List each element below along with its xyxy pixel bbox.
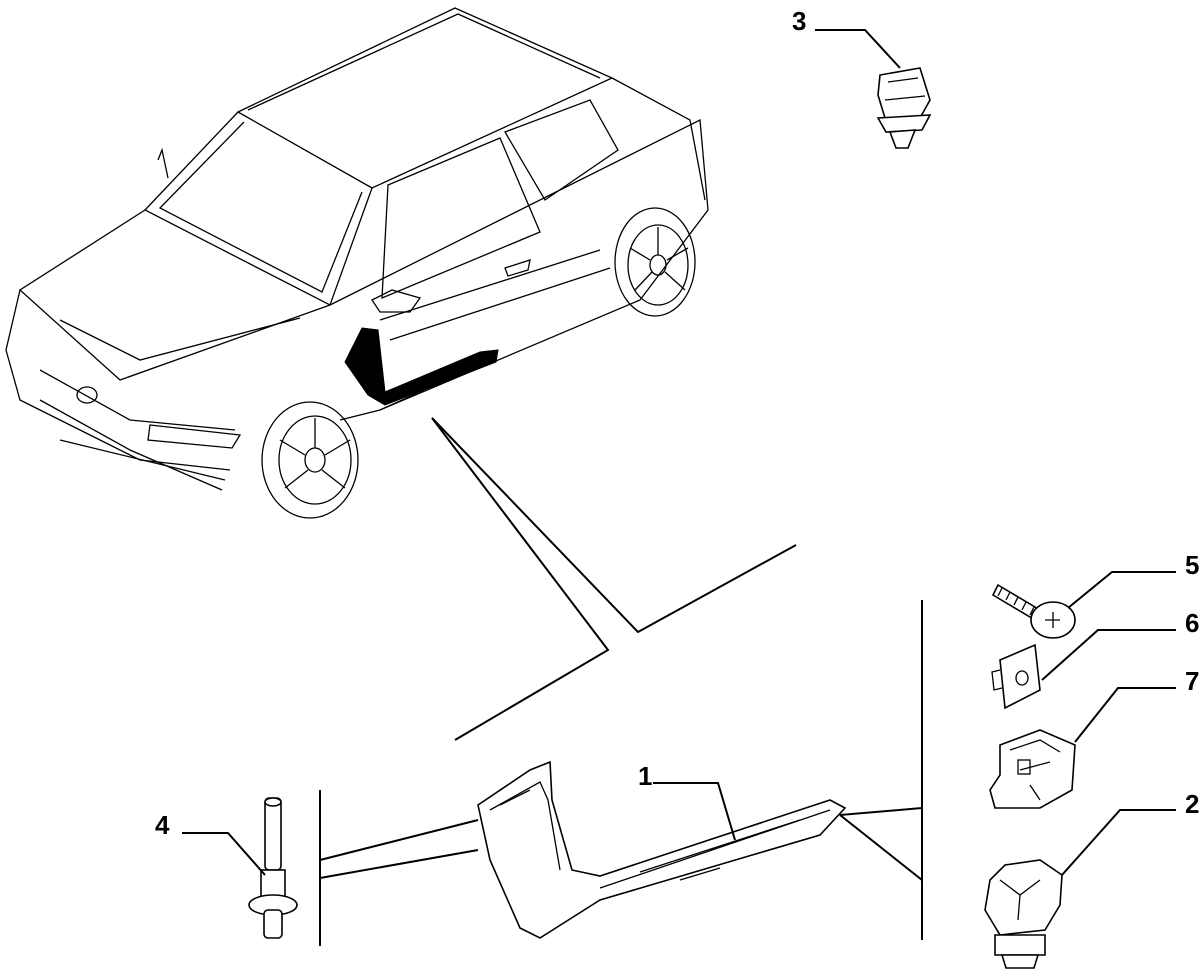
callout-2: 2 [1185, 789, 1199, 819]
callout-1: 1 [638, 761, 652, 791]
callout-5: 5 [1185, 550, 1199, 580]
callout-labels: 1 2 3 4 5 6 7 [155, 6, 1199, 840]
callout-6: 6 [1185, 608, 1199, 638]
rivet-part-4 [248, 797, 298, 939]
screw-part-5 [991, 583, 1076, 639]
sill-trim-part [477, 760, 847, 939]
clip-part-3 [876, 67, 932, 149]
car-illustration [5, 7, 709, 519]
highlighted-sill-trim [344, 327, 499, 406]
bracket-part-7 [989, 729, 1076, 809]
callout-3: 3 [792, 6, 806, 36]
leader-lines [182, 29, 1176, 876]
callout-4: 4 [155, 810, 170, 840]
nut-part-6 [991, 643, 1041, 710]
callout-7: 7 [1185, 666, 1199, 696]
clip-part-2 [984, 859, 1063, 969]
guide-lines [319, 417, 923, 946]
